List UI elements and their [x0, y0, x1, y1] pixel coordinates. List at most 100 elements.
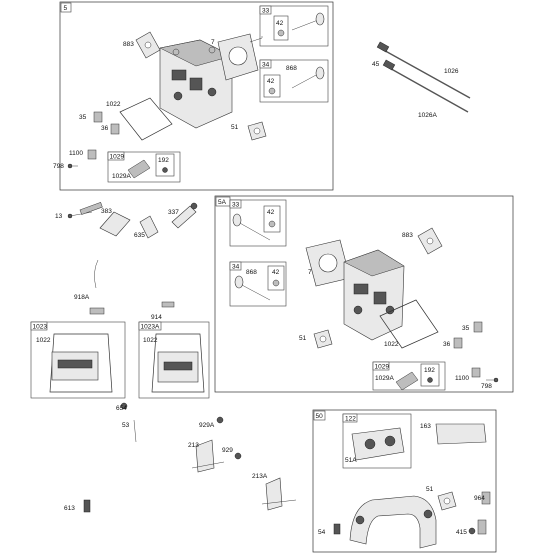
label-635[interactable]: 635 — [134, 232, 145, 239]
group-192-label[interactable]: 192 — [158, 157, 169, 164]
group-34b-tag — [229, 261, 242, 271]
label-1026A[interactable]: 1026A — [418, 112, 437, 119]
label-42-c[interactable]: 42 — [267, 209, 275, 216]
label-798-b[interactable]: 798 — [481, 383, 492, 390]
screw-929 — [234, 452, 242, 460]
part-1100-a — [87, 149, 97, 160]
carb-port-b — [384, 435, 396, 447]
part-964 — [481, 491, 491, 505]
label-868-b[interactable]: 868 — [246, 269, 257, 276]
label-914[interactable]: 914 — [151, 314, 162, 321]
label-1022-c[interactable]: 1022 — [143, 337, 158, 344]
label-42-d[interactable]: 42 — [272, 269, 280, 276]
screw-798-head-b — [493, 377, 499, 383]
label-54[interactable]: 54 — [318, 529, 326, 536]
group-192-box — [155, 153, 175, 177]
valve-cover-a-emblem — [57, 359, 93, 369]
label-7-a[interactable]: 7 — [211, 39, 215, 46]
label-1100-b[interactable]: 1100 — [455, 375, 469, 382]
label-1022-b[interactable]: 1022 — [36, 337, 51, 344]
label-798-a[interactable]: 798 — [53, 163, 64, 170]
cover-gasket-a — [119, 97, 173, 141]
head-gasket-bore-b — [318, 253, 338, 273]
label-51-c[interactable]: 51 — [426, 486, 434, 493]
label-36-a[interactable]: 36 — [101, 125, 109, 132]
cylinder-head-b — [343, 249, 405, 341]
carb-port-a — [364, 438, 376, 450]
valve-stem-c — [237, 221, 271, 241]
label-42-b[interactable]: 42 — [267, 78, 275, 85]
section-5: 5 33 42 34 868 42 — [53, 1, 334, 191]
label-1029A-a[interactable]: 1029A — [112, 173, 131, 180]
section-5a: 5A 33 42 34 868 42 7 — [214, 195, 514, 393]
label-213[interactable]: 213 — [188, 442, 199, 449]
label-929[interactable]: 929 — [222, 447, 233, 454]
spring-35-b — [473, 321, 483, 333]
screw-613 — [83, 499, 91, 513]
rocker-arm-b — [395, 371, 419, 391]
label-13[interactable]: 13 — [55, 213, 63, 220]
governor-linkage: 929A 213 929 213A — [188, 416, 297, 511]
label-51A[interactable]: 51A — [345, 457, 357, 464]
label-1029A-b[interactable]: 1029A — [375, 375, 394, 382]
group-1029-label[interactable]: 1029 — [110, 154, 125, 161]
label-964[interactable]: 964 — [474, 495, 485, 502]
group-1023-label[interactable]: 1023 — [33, 324, 48, 331]
group-122-tag — [342, 413, 358, 423]
label-42-a[interactable]: 42 — [276, 20, 284, 27]
gasket-51-hole-b — [319, 335, 327, 343]
section-5-label[interactable]: 5 — [64, 5, 68, 12]
label-36-b[interactable]: 36 — [443, 341, 451, 348]
gasket-163 — [435, 423, 487, 445]
section-5a-frame — [214, 195, 514, 393]
group-34-tag — [259, 59, 272, 69]
group-33b-label[interactable]: 33 — [232, 202, 240, 209]
group-33-sub-box — [273, 15, 289, 41]
tube-918A-end — [89, 307, 105, 315]
bracket-213 — [195, 439, 215, 473]
label-7-b[interactable]: 7 — [308, 269, 312, 276]
label-929A[interactable]: 929A — [199, 422, 215, 429]
label-613[interactable]: 613 — [64, 505, 75, 512]
group-33-label[interactable]: 33 — [262, 8, 270, 15]
label-337[interactable]: 337 — [168, 209, 179, 216]
group-34-label[interactable]: 34 — [262, 62, 270, 69]
label-45[interactable]: 45 — [372, 61, 380, 68]
label-383[interactable]: 383 — [101, 208, 112, 215]
group-1023A-label[interactable]: 1023A — [141, 324, 160, 331]
group-33b-sub-box — [263, 205, 281, 233]
section-5A-label[interactable]: 5A — [218, 199, 227, 206]
group-34b-label[interactable]: 34 — [232, 264, 240, 271]
label-415[interactable]: 415 — [456, 529, 467, 536]
cylinder-head-a — [159, 39, 233, 129]
label-883-a[interactable]: 883 — [123, 41, 134, 48]
label-1022-a[interactable]: 1022 — [106, 101, 121, 108]
label-918A[interactable]: 918A — [74, 294, 90, 301]
section-50-label[interactable]: 50 — [316, 413, 324, 420]
group-122-label[interactable]: 122 — [345, 416, 356, 423]
group-1029b-label[interactable]: 1029 — [375, 364, 390, 371]
group-1029-tag — [107, 151, 125, 161]
label-35-a[interactable]: 35 — [79, 114, 87, 121]
group-192b-label[interactable]: 192 — [424, 367, 435, 374]
label-1100-a[interactable]: 1100 — [69, 150, 83, 157]
screw-54 — [333, 523, 341, 535]
label-163[interactable]: 163 — [420, 423, 431, 430]
label-1026[interactable]: 1026 — [444, 68, 459, 75]
label-51-a[interactable]: 51 — [231, 124, 239, 131]
label-883-b[interactable]: 883 — [402, 232, 413, 239]
label-35-b[interactable]: 35 — [462, 325, 470, 332]
label-213A[interactable]: 213A — [252, 473, 268, 480]
fitting-415 — [468, 527, 476, 535]
valve-keeper-b — [268, 87, 276, 95]
valve-cover-b-emblem — [163, 361, 193, 371]
group-33-tag — [259, 5, 272, 15]
label-1022-d[interactable]: 1022 — [384, 341, 399, 348]
label-53[interactable]: 53 — [122, 422, 130, 429]
label-51-b[interactable]: 51 — [299, 335, 307, 342]
section-50-tag — [313, 410, 326, 421]
group-1023-tag — [30, 321, 48, 331]
label-654[interactable]: 654 — [116, 405, 127, 412]
push-rods: 45 1026 1026A — [372, 41, 471, 119]
label-868-a[interactable]: 868 — [286, 65, 297, 72]
